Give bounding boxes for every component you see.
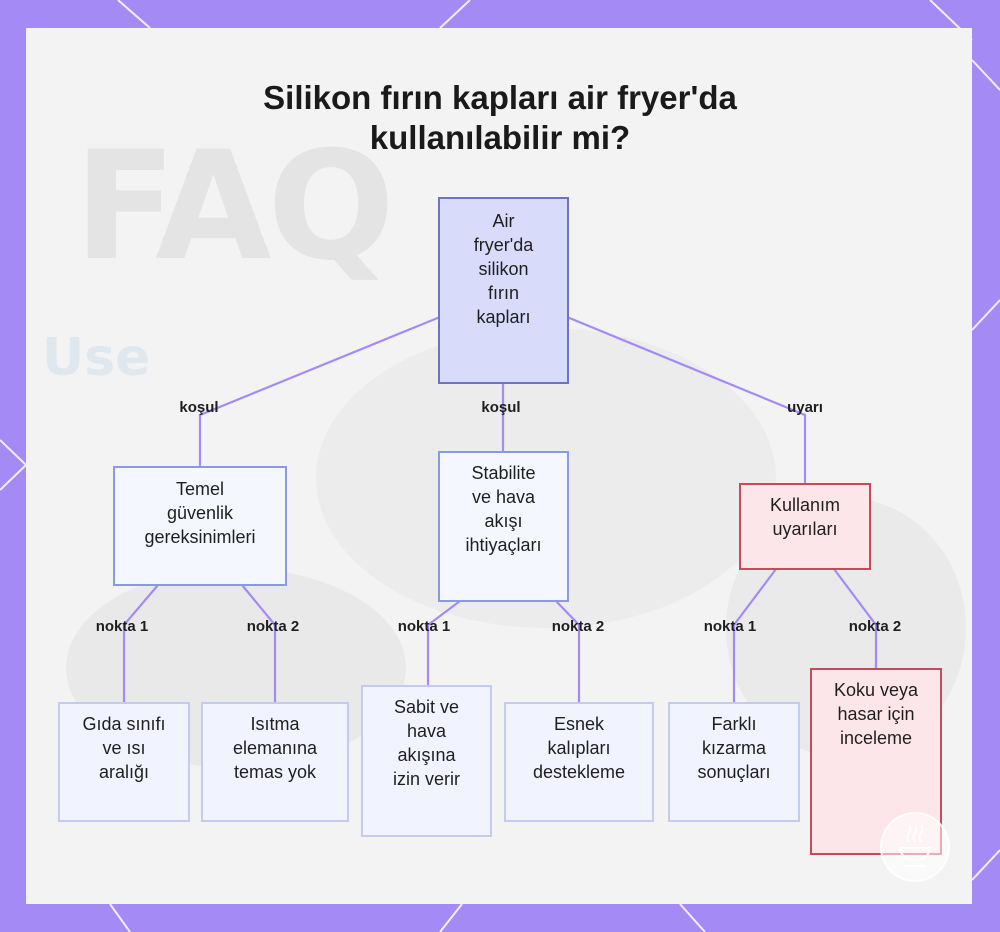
edge-label: uyarı (787, 399, 823, 416)
diagram-title: Silikon fırın kapları air fryer'da kulla… (160, 78, 840, 158)
flexible-molds-node: Esnek kalıpları destekleme (504, 702, 654, 822)
node-text-line: inceleme (839, 728, 913, 748)
node-text-line: hasar için (837, 704, 915, 724)
edge-safety-1 (122, 584, 159, 702)
edge-safety-2 (241, 584, 277, 702)
edge-root-safety (198, 315, 441, 466)
edge-stability-1 (426, 600, 461, 685)
usage-warnings-node: Kullanım uyarıları (739, 483, 871, 570)
node-text-line: fırın (487, 283, 519, 303)
background-use-text: Use (42, 328, 151, 388)
node-text-line: uyarıları (772, 519, 838, 539)
node-text-line: elemanına (232, 738, 318, 758)
title-line: kullanılabilir mi? (369, 119, 631, 156)
stable-airflow-node: Sabit ve hava akışına izin verir (361, 685, 492, 837)
node-text-line: güvenlik (166, 503, 234, 523)
edge-label: koşul (481, 399, 521, 416)
node-text-line: kalıpları (547, 738, 611, 758)
node-text-line: ve ısı (102, 738, 146, 758)
node-text-line: fryer'da (473, 235, 534, 255)
browning-results-node: Farklı kızarma sonuçları (668, 702, 800, 822)
node-text-line: ve hava (471, 487, 536, 507)
edge-stability-2 (555, 600, 581, 702)
edge-usage-1 (732, 568, 777, 702)
node-text-line: Sabit ve (393, 697, 460, 717)
node-text-line: destekleme (532, 762, 626, 782)
node-text-line: Kullanım (769, 495, 841, 515)
node-text-line: sonuçları (697, 762, 771, 782)
edge-label: nokta 1 (95, 618, 149, 635)
edge-label: nokta 2 (246, 618, 300, 635)
edge-label: nokta 1 (397, 618, 451, 635)
title-line: Silikon fırın kapları air fryer'da (263, 79, 737, 116)
node-text-line: Farklı (711, 714, 757, 734)
node-text-line: Air (492, 211, 515, 231)
background-faq-text: FAQ (74, 120, 395, 294)
node-text-line: akışına (397, 745, 456, 765)
node-text-line: gereksinimleri (144, 527, 256, 547)
node-text-line: Koku veya (833, 680, 919, 700)
node-text-line: ihtiyaçları (465, 535, 542, 555)
steaming-bowl-icon (880, 812, 950, 882)
edge-label: nokta 2 (551, 618, 605, 635)
node-text-line: Esnek (553, 714, 605, 734)
edge-label: koşul (179, 399, 219, 416)
node-text-line: silikon (478, 259, 529, 279)
node-text-line: aralığı (98, 762, 149, 782)
node-text-line: temas yok (233, 762, 317, 782)
edge-label: nokta 1 (703, 618, 757, 635)
node-text-line: akışı (484, 511, 523, 531)
node-text-line: Temel (175, 479, 224, 499)
edge-root-usage (566, 315, 807, 483)
edge-label: nokta 2 (848, 618, 902, 635)
food-grade-node: Gıda sınıfı ve ısı aralığı (58, 702, 190, 822)
node-text-line: Stabilite (471, 463, 536, 483)
no-contact-node: Isıtma elemanına temas yok (201, 702, 349, 822)
node-text-line: kızarma (701, 738, 766, 758)
node-text-line: izin verir (392, 769, 460, 789)
node-text-line: Isıtma (250, 714, 300, 734)
stability-airflow-node: Stabilite ve hava akışı ihtiyaçları (438, 451, 569, 602)
node-text-line: hava (406, 721, 447, 741)
edge-usage-2 (833, 568, 878, 668)
root-node: Air fryer'da silikon fırın kapları (438, 197, 569, 384)
node-text-line: kapları (476, 307, 531, 327)
safety-requirements-node: Temel güvenlik gereksinimleri (113, 466, 287, 586)
node-text-line: Gıda sınıfı (82, 714, 166, 734)
